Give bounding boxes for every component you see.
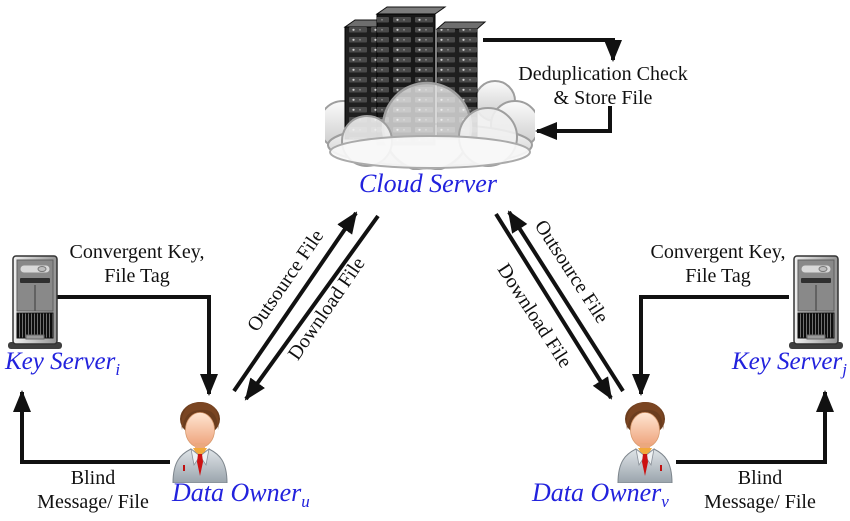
arrow-blind-message-left (12, 390, 170, 464)
key-server-i-subscript: i (115, 360, 121, 379)
blind-message-right-label: Blind Message/ File (704, 466, 816, 514)
dedup-check-line1: Deduplication Check (518, 63, 688, 85)
arrow-download-file-left (244, 214, 380, 401)
data-owner-v-label-text: Data Owner (532, 478, 662, 507)
blind-message-left-line1: Blind (70, 467, 116, 489)
convergent-key-left-label: Convergent Key, File Tag (70, 240, 205, 288)
convergent-key-left-line2: File Tag (104, 265, 170, 287)
data-owner-v-icon (617, 402, 673, 483)
data-owner-u-subscript: u (301, 492, 310, 512)
key-server-j-subscript: j (842, 360, 847, 379)
key-server-j-label-text: Key Server (731, 348, 843, 375)
blind-message-right-line1: Blind (737, 467, 783, 489)
arrow-download-file-right (494, 212, 613, 400)
blind-message-left-label: Blind Message/ File (37, 466, 149, 514)
arrow-convergent-key-right (632, 295, 789, 396)
convergent-key-right-label: Convergent Key, File Tag (651, 240, 786, 288)
dedup-check-label: Deduplication Check & Store File (518, 62, 687, 110)
arrow-outsource-file-right (507, 210, 625, 393)
dedup-check-line2: & Store File (553, 87, 653, 109)
convergent-key-left-line1: Convergent Key, (69, 241, 205, 263)
data-owner-u-label-text: Data Owner (172, 478, 302, 507)
cloud-server-label: Cloud Server (359, 170, 497, 198)
key-server-i-label: Key Serveri (5, 348, 120, 384)
convergent-key-right-line2: File Tag (685, 265, 751, 287)
data-owner-v-subscript: v (661, 492, 669, 512)
key-server-j-icon (789, 255, 843, 349)
arrow-cloud-to-dedup (483, 38, 622, 62)
cloud-server-icon (325, 6, 535, 170)
arrow-convergent-key-left (56, 295, 218, 396)
convergent-key-right-line1: Convergent Key, (650, 241, 786, 263)
data-owner-v-label: Data Ownerv (532, 479, 669, 516)
arrow-blind-message-right (676, 390, 834, 464)
key-server-i-label-text: Key Server (5, 348, 116, 375)
key-server-j-label: Key Serverj (732, 348, 847, 384)
arrow-outsource-file-left (232, 211, 358, 393)
cloud-server-label-text: Cloud Server (359, 169, 497, 198)
blind-message-left-line2: Message/ File (37, 491, 149, 513)
key-server-i-icon (8, 255, 62, 349)
data-owner-u-icon (172, 402, 228, 483)
data-owner-u-label: Data Owneru (172, 479, 310, 516)
arrow-dedup-to-cloud (535, 106, 612, 140)
blind-message-right-line2: Message/ File (704, 491, 816, 513)
